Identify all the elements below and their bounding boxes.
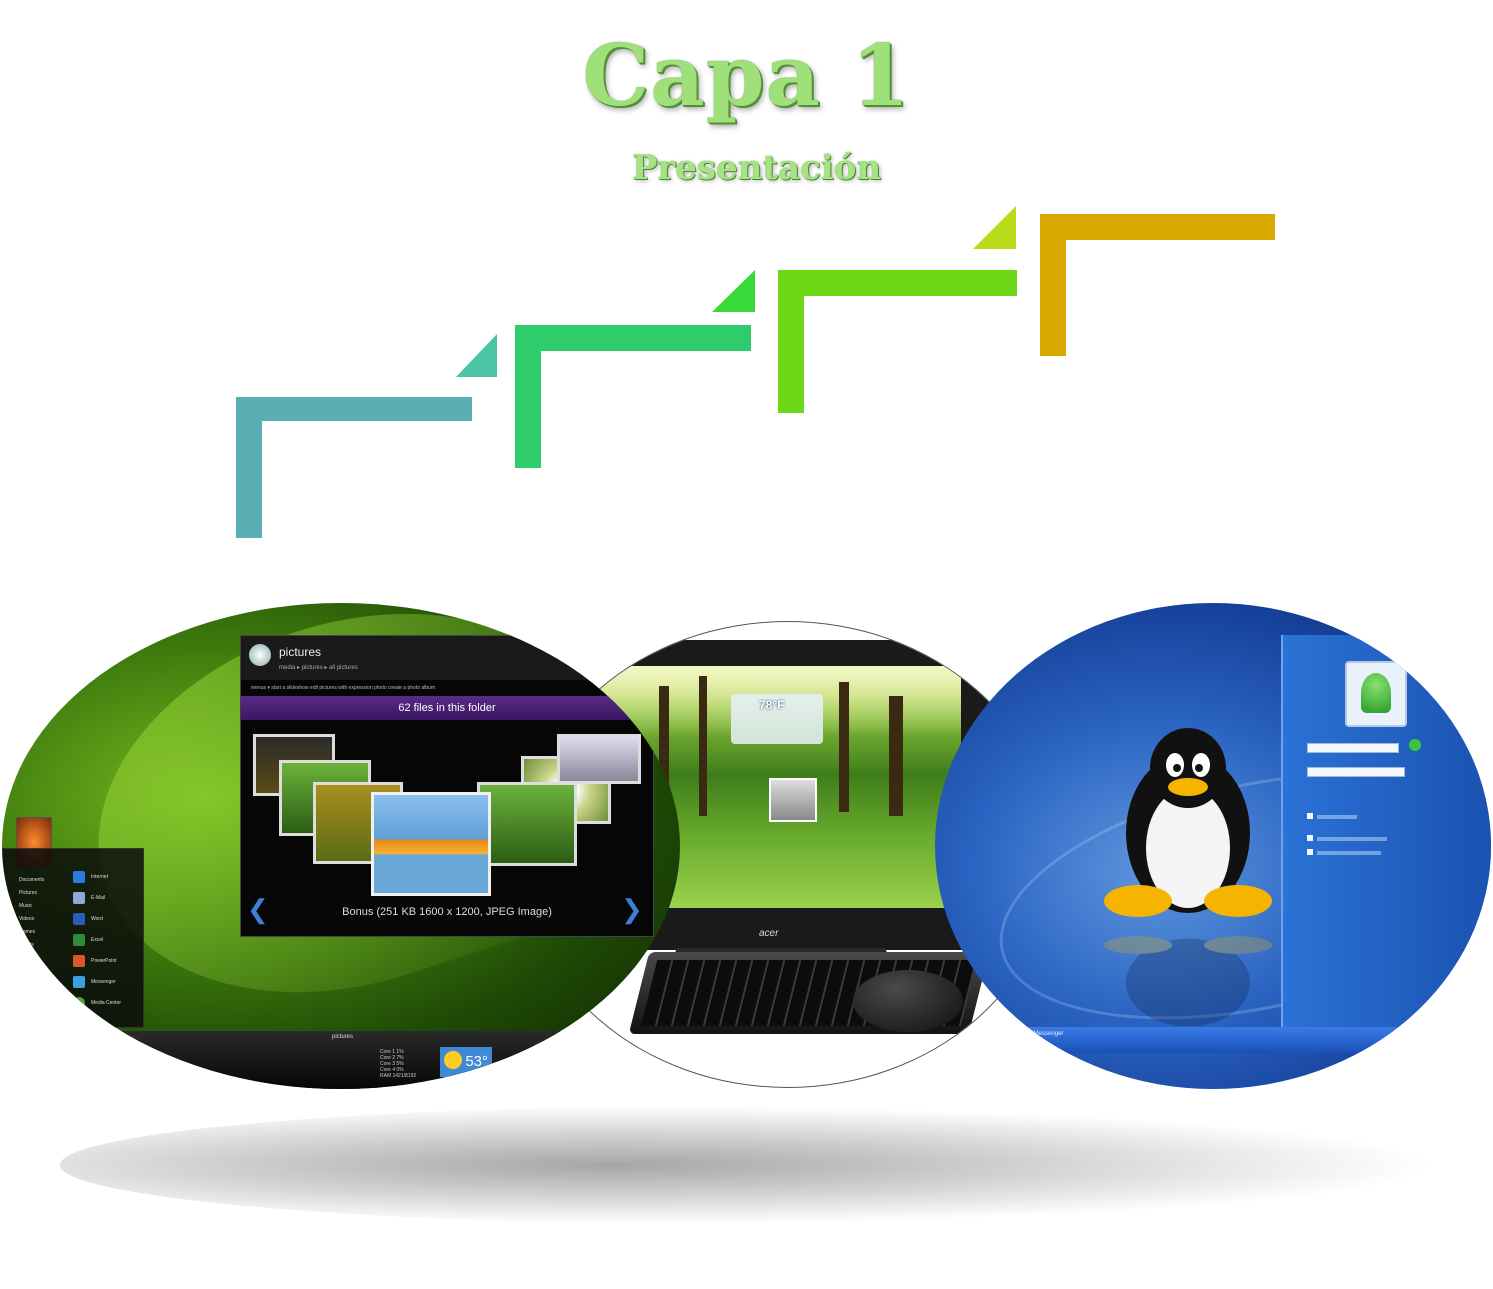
password-field[interactable] (1307, 767, 1405, 777)
mouse (853, 970, 963, 1032)
step-3 (778, 270, 1017, 296)
messenger-icon (73, 975, 85, 988)
arrow-left-icon[interactable]: ❮ (247, 894, 269, 924)
taskbar: Windows Live Messenger (935, 1027, 1491, 1053)
program-label: Messenger (91, 979, 116, 985)
program-label: Word (91, 916, 103, 922)
step-4-post (1040, 214, 1066, 356)
program-label: PowerPoint (91, 958, 117, 964)
start-program[interactable]: Internet (73, 867, 121, 888)
media-center-icon (73, 996, 85, 1009)
taskbar-item[interactable]: pictures (332, 1034, 354, 1040)
window-menu: menus ▾ start a slideshow edit pictures … (251, 685, 435, 691)
taskbar-item[interactable]: Windows Live Messenger (995, 1031, 1064, 1037)
page-subtitle: Presentación (631, 148, 882, 188)
excel-icon (73, 933, 85, 946)
step-3-post (778, 270, 804, 413)
messenger-panel (1281, 635, 1491, 1035)
page-title: Capa 1 (582, 26, 911, 125)
step-2 (515, 325, 751, 351)
breadcrumb: media ▸ pictures ▸ all pictures (279, 665, 358, 671)
step-3-triangle (973, 206, 1016, 249)
penguin-reflection (1104, 936, 1272, 1027)
word-icon (73, 912, 85, 925)
photo-caption: Bonus (251 KB 1600 x 1200, JPEG Image) (342, 906, 552, 918)
start-place[interactable]: Videos (19, 916, 35, 922)
weather-widget: 78°F (731, 694, 823, 744)
step-1-post (236, 397, 262, 538)
start-place[interactable]: Documents (19, 877, 45, 883)
stat-line: RAM 1421/8192 (380, 1073, 417, 1079)
window-header: pictures media ▸ pictures ▸ all pictures (241, 636, 653, 680)
start-place[interactable]: ...rol (19, 955, 29, 961)
ground-shadow (60, 1105, 1440, 1225)
option-text (1317, 851, 1381, 855)
penguin-icon (1104, 728, 1272, 917)
program-label: E-Mail (91, 895, 106, 901)
media-icon (249, 644, 271, 666)
option-checkbox[interactable] (1307, 835, 1313, 841)
start-program[interactable]: Excel (73, 930, 121, 951)
messenger-avatar (1345, 661, 1407, 727)
start-place[interactable]: Games (19, 929, 36, 935)
step-2-triangle (712, 270, 755, 312)
start-place[interactable]: Pictures (19, 890, 38, 896)
photo-thumbnail[interactable] (557, 734, 641, 784)
taskbar: pictures Core 1 1% Core 2 7% Core 3 5% C… (2, 1031, 680, 1089)
oval-linux-desktop: Windows Live Messenger (935, 603, 1491, 1089)
brand-logo: acer (759, 928, 779, 939)
step-4 (1040, 214, 1275, 240)
messenger-person-icon (1361, 673, 1391, 713)
start-menu: Documents Pictures Music Videos Games ..… (2, 848, 144, 1028)
option-text (1317, 837, 1387, 841)
step-1-triangle (456, 334, 497, 377)
internet-icon (73, 870, 85, 883)
program-label: Excel (91, 937, 104, 943)
selected-photo[interactable] (371, 792, 491, 896)
start-program[interactable]: All Programs (73, 1014, 121, 1035)
stat-line: Core 4 0% (380, 1067, 404, 1073)
start-place[interactable]: Music (19, 903, 33, 909)
tree-trunk (889, 696, 903, 816)
tree-trunk (659, 686, 669, 816)
window-title: pictures (279, 645, 322, 659)
tree-trunk (839, 682, 849, 812)
go-icon[interactable] (1409, 739, 1421, 751)
start-program[interactable]: E-Mail (73, 888, 121, 909)
remember-checkbox[interactable] (1307, 813, 1313, 819)
photo-stack (769, 778, 817, 822)
start-program[interactable]: PowerPoint (73, 951, 121, 972)
oval-windows-desktop: pictures media ▸ pictures ▸ all pictures… (2, 603, 680, 1089)
step-2-post (515, 325, 541, 468)
option-text (1317, 815, 1357, 819)
folder-bar: 62 files in this folder (241, 696, 653, 720)
start-place[interactable]: ...tacts (19, 942, 34, 948)
pictures-window: pictures media ▸ pictures ▸ all pictures… (240, 635, 654, 937)
option-checkbox[interactable] (1307, 849, 1313, 855)
stat-line: Core 1 1% (380, 1049, 404, 1055)
email-icon (73, 891, 85, 904)
file-count: 62 files in this folder (398, 702, 496, 714)
start-program[interactable]: Media Center (73, 993, 121, 1014)
stat-line: Core 3 5% (380, 1061, 404, 1067)
photo-thumbnail[interactable] (477, 782, 577, 866)
powerpoint-icon (73, 954, 85, 967)
email-field[interactable] (1307, 743, 1399, 753)
start-menu-programs: Internet E-Mail Word Excel PowerPoint Me… (73, 867, 121, 1035)
weather-temperature: 78°F (759, 698, 785, 712)
steps-graphic (236, 206, 1275, 538)
program-label: Internet (91, 874, 108, 880)
tree-trunk (699, 676, 707, 816)
cpu-stats: Core 1 1% Core 2 7% Core 3 5% Core 4 0% … (380, 1049, 416, 1079)
start-program[interactable]: Word (73, 909, 121, 930)
sun-icon (444, 1051, 462, 1069)
program-label: Media Center (91, 1000, 122, 1006)
program-label: All Programs (73, 1021, 105, 1027)
start-program[interactable]: Messenger (73, 972, 121, 993)
step-1 (236, 397, 472, 421)
arrow-right-icon[interactable]: ❯ (621, 894, 643, 924)
start-menu-places: Documents Pictures Music Videos Games ..… (19, 874, 44, 965)
stat-line: Core 2 7% (380, 1055, 404, 1061)
